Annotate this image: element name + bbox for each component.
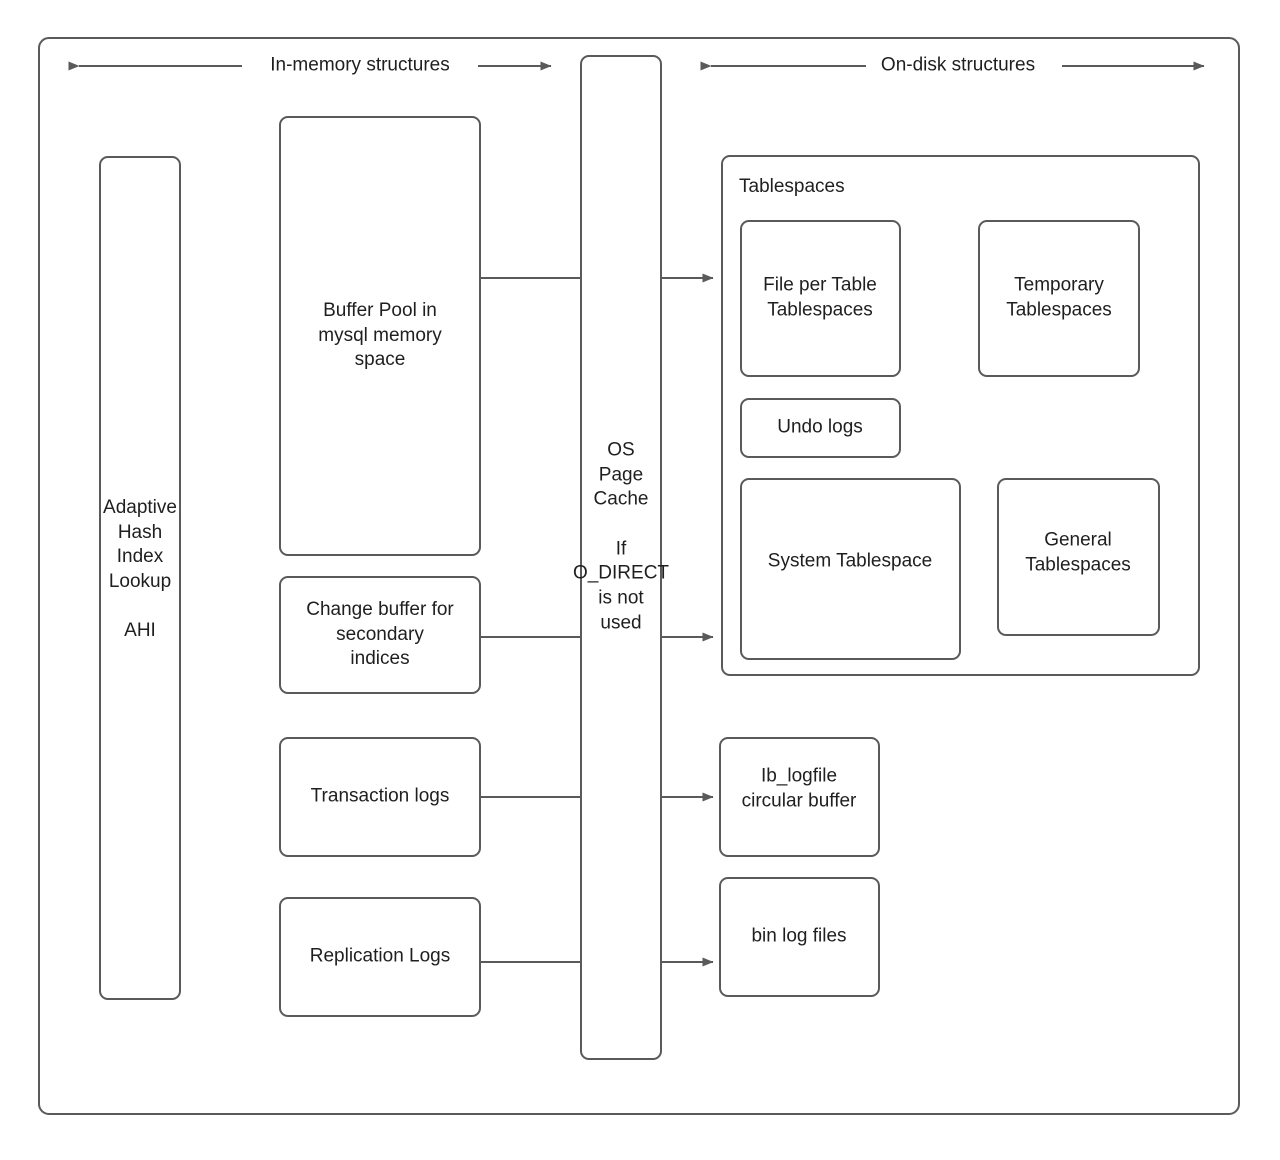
system-tablespace-box[interactable] [740,478,961,660]
replication-logs-box[interactable] [279,897,481,1017]
os-page-cache-box[interactable] [580,55,662,1060]
general-tablespaces-box[interactable] [997,478,1160,636]
file-per-table-tablespaces-box[interactable] [740,220,901,377]
adaptive-hash-index-box[interactable] [99,156,181,1000]
change-buffer-box[interactable] [279,576,481,694]
bin-log-files-box[interactable] [719,877,880,997]
ib-logfile-box[interactable] [719,737,880,857]
undo-logs-box[interactable] [740,398,901,458]
temporary-tablespaces-box[interactable] [978,220,1140,377]
transaction-logs-box[interactable] [279,737,481,857]
buffer-pool-box[interactable] [279,116,481,556]
